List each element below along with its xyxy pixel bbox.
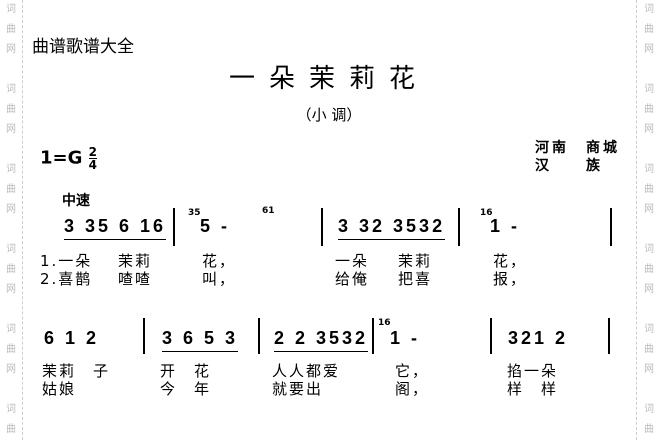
key-label: 1=G [40, 147, 83, 169]
lyric: 就要出 [272, 380, 324, 398]
watermark-left: 词曲网 词曲网 词曲网 词曲网 词曲网 词曲网 [4, 0, 18, 440]
lyric: 1.一朵 [40, 252, 93, 270]
lyric: 开 花 [160, 362, 212, 380]
lyric: 花， [202, 252, 237, 270]
lyric: 把喜 [398, 270, 433, 288]
time-signature: 2 4 [88, 145, 98, 172]
measure: 3 6 5 3 [162, 328, 239, 352]
measure: 3 35 6 16 [64, 216, 167, 240]
bar-line [173, 208, 175, 246]
bar-line [458, 208, 460, 246]
key-signature: 1=G 2 4 [40, 145, 98, 172]
bar-line [321, 208, 323, 246]
lyric: 茉莉 [118, 252, 153, 270]
lyric: 2.喜鹊 [40, 270, 93, 288]
wm-text: 词曲网 [6, 404, 16, 435]
wm-text: 词曲网 [644, 4, 654, 55]
measure: 3 32 3532 [338, 216, 446, 240]
wm-text: 词曲网 [644, 244, 654, 295]
bar-line [143, 318, 145, 354]
lyric: 掐一朵 [507, 362, 559, 380]
lyric: 喳喳 [118, 270, 153, 288]
lyric: 今 年 [160, 380, 212, 398]
measure: 6 1 2 [44, 328, 100, 348]
lyric: 茉莉 子 [42, 362, 111, 380]
margin-line-right [636, 0, 637, 440]
origin-ethnic: 汉 族 [535, 158, 603, 174]
site-header: 曲谱歌谱大全 [32, 37, 134, 57]
song-genre: （小 调） [296, 106, 362, 124]
lyric: 样 样 [507, 380, 559, 398]
lyric: 一朵 [335, 252, 370, 270]
lyric: 茉莉 [398, 252, 433, 270]
lyric: 报， [493, 270, 528, 288]
time-top: 2 [88, 145, 98, 159]
grace-note: 16 [480, 208, 493, 218]
lyric: 阁， [395, 380, 430, 398]
lyric: 给俺 [335, 270, 370, 288]
bar-line [490, 318, 492, 354]
wm-text: 词曲网 [6, 324, 16, 375]
wm-text: 词曲网 [644, 164, 654, 215]
lyric: 姑娘 [42, 380, 77, 398]
wm-text: 词曲网 [644, 404, 654, 435]
lyric: 叫， [202, 270, 237, 288]
grace-note: 16 [378, 318, 391, 328]
wm-text: 词曲网 [6, 4, 16, 55]
watermark-right: 词曲网 词曲网 词曲网 词曲网 词曲网 词曲网 [642, 0, 656, 440]
grace-note: 35 [188, 208, 201, 218]
lyric: 花， [493, 252, 528, 270]
measure: 1 - [490, 216, 521, 236]
time-bottom: 4 [88, 158, 98, 172]
wm-text: 词曲网 [6, 164, 16, 215]
grace-note: 61 [262, 206, 275, 216]
tempo-marking: 中速 [62, 193, 90, 209]
measure: 5 - [200, 216, 231, 236]
wm-text: 词曲网 [6, 84, 16, 135]
bar-line [258, 318, 260, 354]
origin-region: 河南 商城 [535, 140, 620, 156]
bar-line [610, 208, 612, 246]
lyric: 人人都爱 [272, 362, 341, 380]
lyric: 它， [395, 362, 430, 380]
wm-text: 词曲网 [6, 244, 16, 295]
song-title: 一朵茉莉花 [228, 64, 429, 94]
margin-line-left [22, 0, 23, 440]
bar-line [608, 318, 610, 354]
wm-text: 词曲网 [644, 324, 654, 375]
measure: 321 2 [508, 328, 569, 348]
wm-text: 词曲网 [644, 84, 654, 135]
bar-line [372, 318, 374, 354]
measure: 2 2 3532 [274, 328, 369, 352]
measure: 1 - [390, 328, 421, 348]
